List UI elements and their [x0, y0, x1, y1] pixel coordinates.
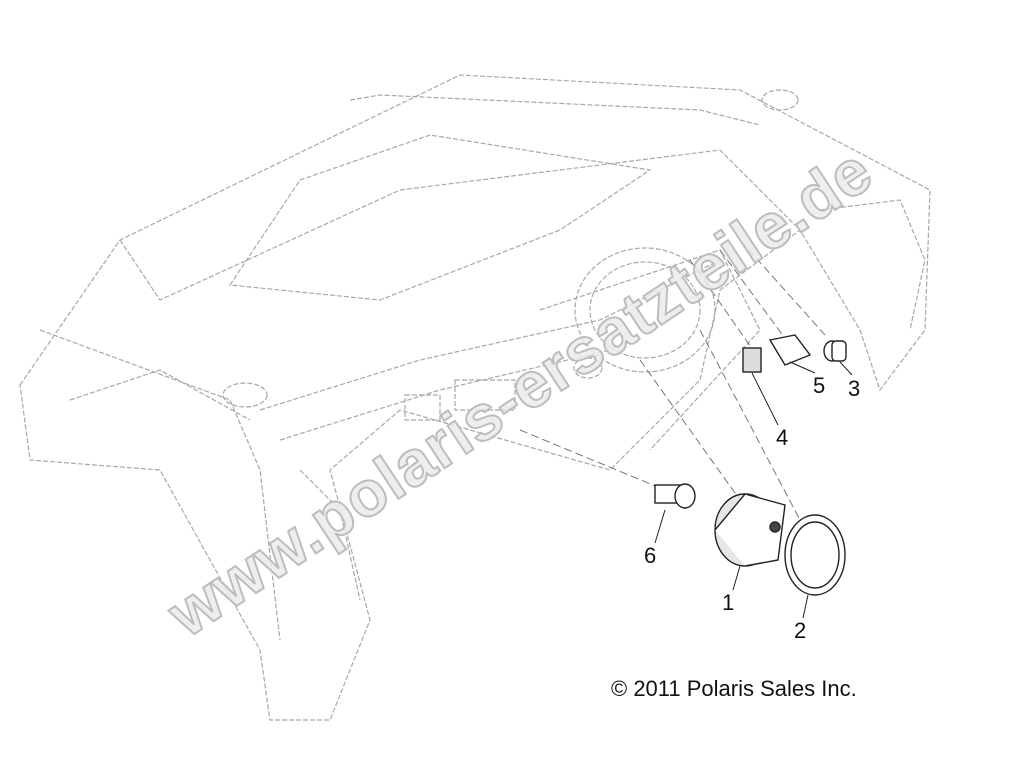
part-4-plate — [742, 347, 762, 373]
part-3-bulb — [823, 340, 847, 362]
copyright-notice: © 2011 Polaris Sales Inc. — [611, 676, 857, 701]
callout-2: 2 — [794, 618, 807, 643]
part-2-bezel — [784, 514, 846, 596]
part-5-switch — [768, 334, 812, 366]
callout-1: 1 — [722, 590, 735, 615]
callout-6: 6 — [644, 543, 657, 568]
callout-3: 3 — [848, 376, 861, 401]
callout-leaders — [654, 361, 853, 619]
dashboard-body — [19, 74, 931, 721]
callout-5: 5 — [813, 373, 826, 398]
part-6-ignition — [654, 483, 696, 509]
leader-lines — [519, 239, 826, 521]
parts — [654, 334, 847, 596]
callout-4: 4 — [776, 425, 789, 450]
part-1-gauge — [714, 493, 786, 567]
